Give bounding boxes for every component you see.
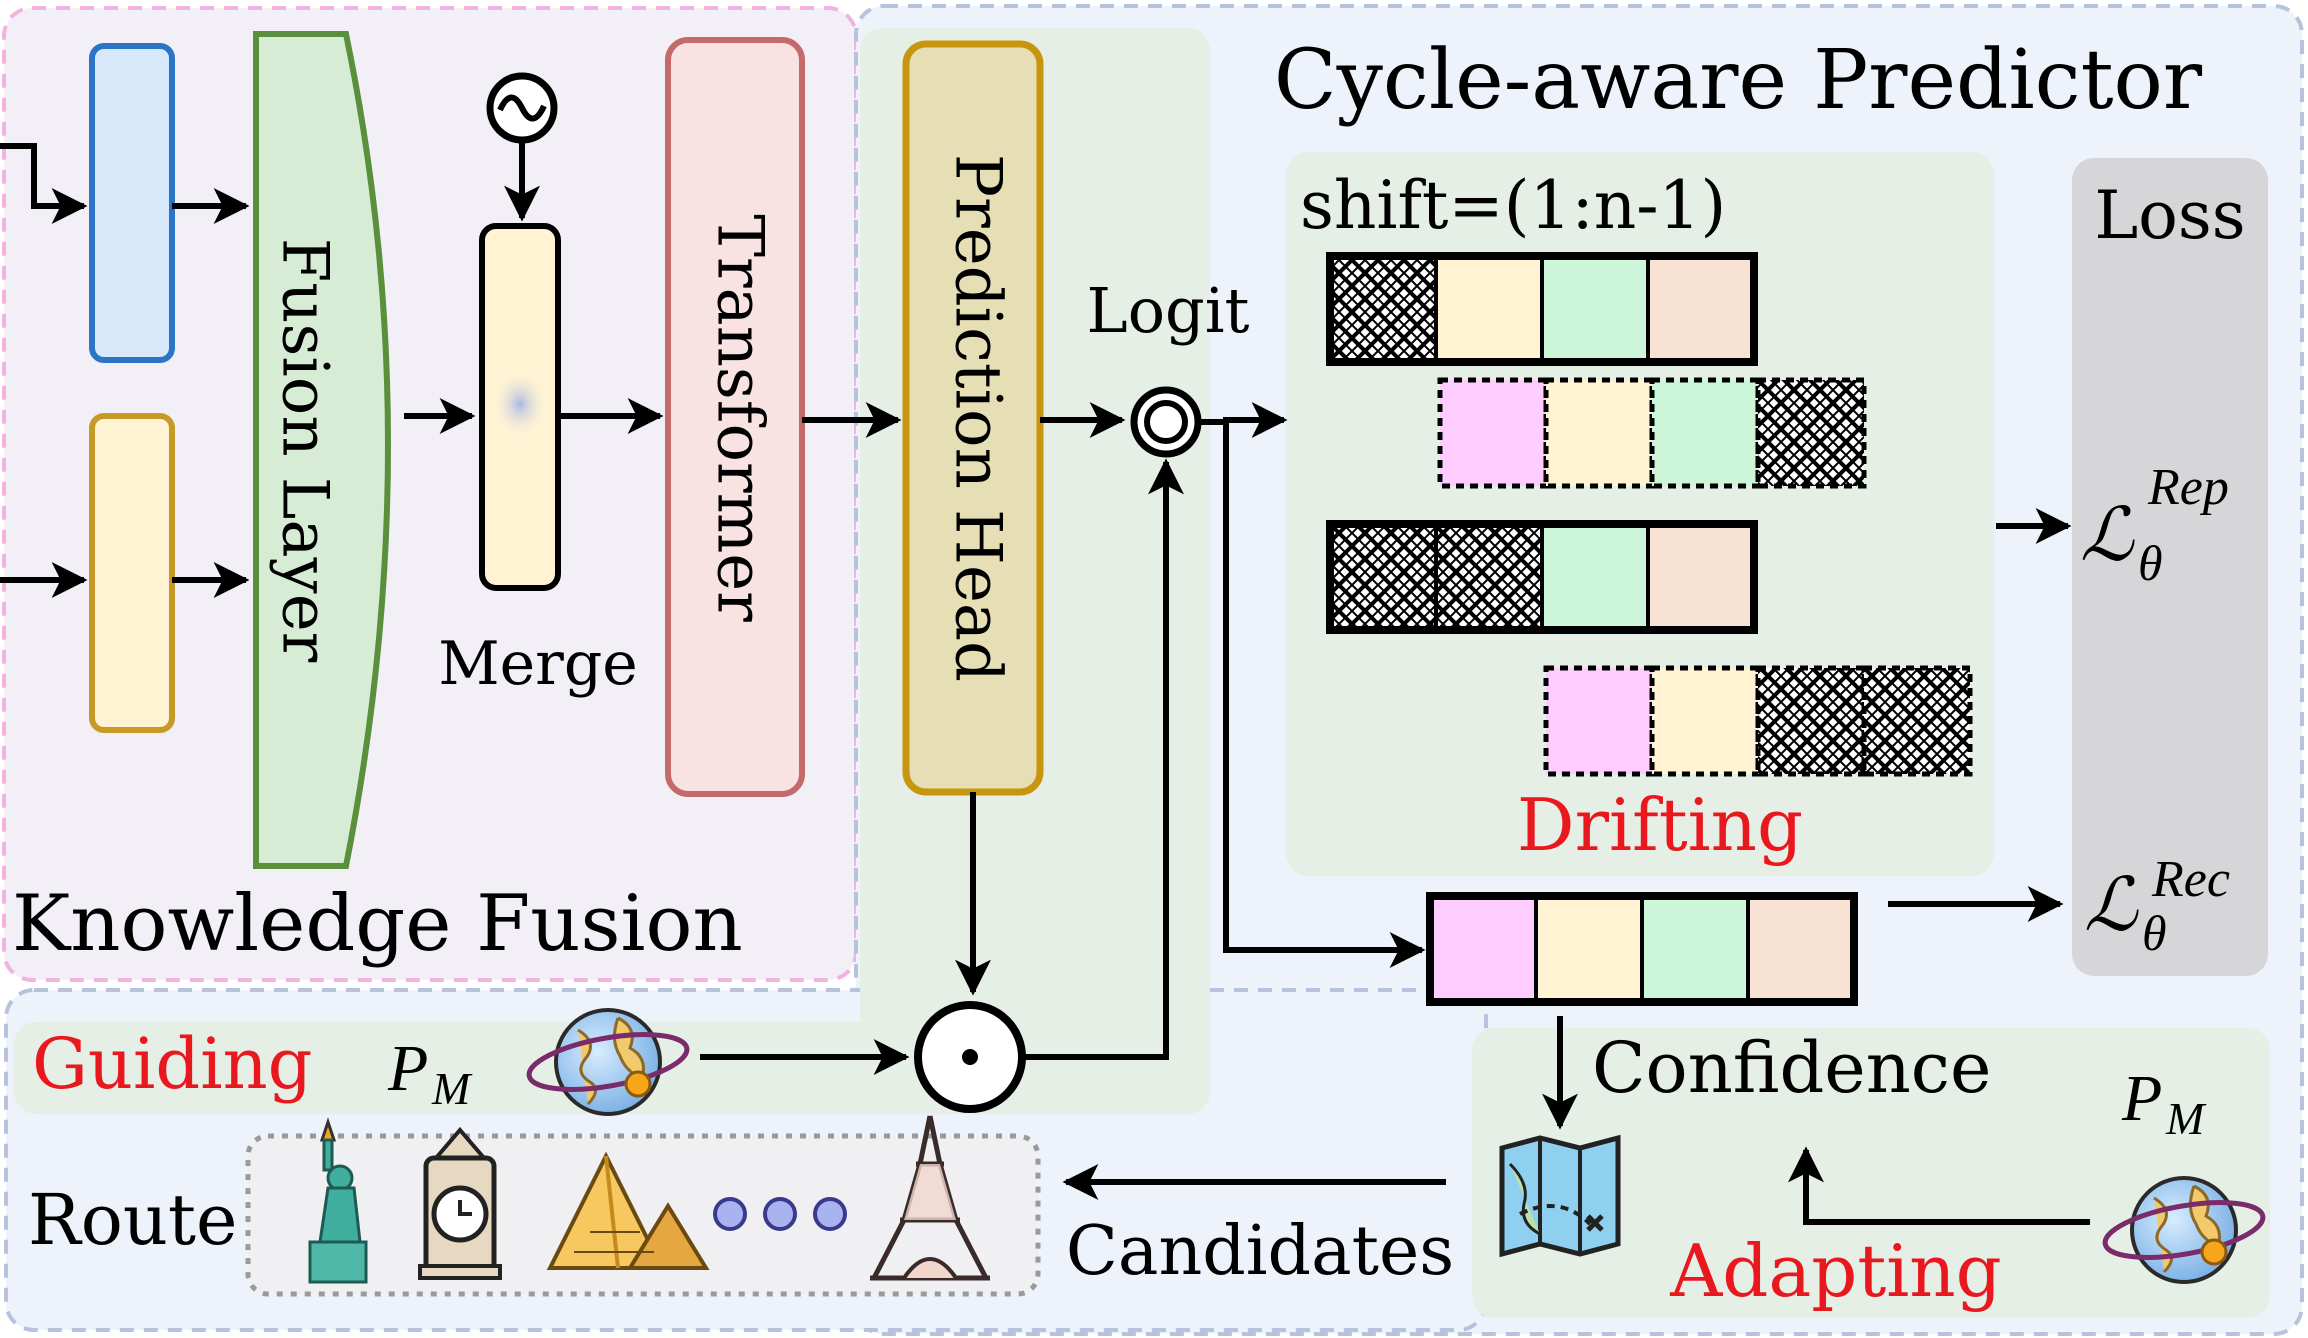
sequence-cell: [1649, 665, 1761, 777]
sine-wave-icon: [486, 72, 558, 144]
drifting-label: Drifting: [1517, 783, 1803, 867]
eiffel-tower-icon: [870, 1115, 990, 1281]
sequence-cell: [1434, 522, 1544, 632]
sequence-cell: [1746, 894, 1856, 1004]
arrow-logit-to-reconstruction: [1223, 422, 1426, 968]
logit-node: [1130, 386, 1202, 458]
sequence-cell: [1646, 254, 1756, 364]
product-node: [914, 1001, 1026, 1113]
sequence-cell: [1755, 665, 1867, 777]
sequence-shift-1: [1437, 377, 1867, 489]
adapting-panel: [1472, 1028, 2270, 1318]
loss-rep-symbol: ℒ: [2080, 495, 2135, 577]
sequence-border: [1326, 252, 1758, 366]
statue-of-liberty-icon: [308, 1117, 368, 1284]
shift-label: shift=(1:n-1): [1300, 167, 1726, 244]
loss-rec-symbol: ℒ: [2084, 865, 2139, 947]
sequence-cell: [1649, 377, 1761, 489]
sequence-cell: [1540, 522, 1650, 632]
sequence-cell: [1434, 254, 1544, 364]
sequence-cell: [1540, 254, 1650, 364]
loss-label: Loss: [2094, 177, 2245, 254]
sequence-cell: [1437, 377, 1549, 489]
merge-label: Merge: [438, 629, 638, 699]
input-embedding-blue: [89, 43, 175, 363]
sequence-cell: [1534, 894, 1644, 1004]
sequence-cell: [1755, 377, 1867, 489]
arrow-product-to-logit: [1022, 458, 1184, 1060]
sequence-cell: [1861, 665, 1973, 777]
treasure-map-icon: [1499, 1134, 1621, 1258]
loss-panel: [2072, 158, 2268, 976]
merge-blur: [492, 370, 548, 438]
sequence-original: [1326, 252, 1758, 366]
loss-rep-sub: θ: [2138, 535, 2163, 591]
adapting-pm-sub: M: [2165, 1093, 2207, 1144]
sequence-cell: [1328, 254, 1438, 364]
arrow-pm-to-confidence: [1788, 1146, 2090, 1225]
input-embedding-yellow: [89, 413, 175, 733]
loss-rec-sup: Rec: [2151, 851, 2230, 908]
globe-orbit-icon-adapting: [2102, 1176, 2266, 1284]
fusion-layer-box: [253, 31, 391, 869]
transformer-label: Transformer: [703, 214, 777, 622]
guiding-pm-symbol: P: [387, 1032, 428, 1105]
confidence-label: Confidence: [1592, 1027, 1991, 1109]
sequence-border: [1326, 520, 1758, 634]
globe-orbit-icon: [526, 1008, 690, 1116]
guiding-label: Guiding: [32, 1023, 312, 1105]
predictor-title: Cycle-aware Predictor: [1274, 33, 2203, 128]
sequence-masked: [1326, 520, 1758, 634]
sequence-shift-2: [1543, 665, 1973, 777]
sequence-cell: [1646, 522, 1756, 632]
knowledge-fusion-title: Knowledge Fusion: [12, 879, 743, 969]
pyramids-icon: [546, 1151, 710, 1270]
adapting-pm-symbol: P: [2121, 1062, 2162, 1135]
fusion-layer-label: Fusion Layer: [268, 238, 342, 663]
route-label: Route: [28, 1179, 238, 1261]
logit-label: Logit: [1087, 274, 1250, 347]
sequence-cell: [1543, 377, 1655, 489]
shifted-sequences: [1326, 252, 1973, 1006]
sequence-cell: [1543, 665, 1655, 777]
sequence-cell: [1640, 894, 1750, 1004]
ellipsis-dots-icon: [713, 1197, 847, 1231]
arrow-logit-to-drifting: [1198, 402, 1288, 438]
prediction-head-label: Prediction Head: [941, 154, 1015, 682]
big-ben-icon: [418, 1126, 502, 1280]
candidates-label: Candidates: [1066, 1212, 1454, 1291]
sequence-cell: [1328, 522, 1438, 632]
sequence-reconstruction: [1426, 892, 1858, 1006]
adapting-label: Adapting: [1669, 1229, 2002, 1313]
guiding-pm-sub: M: [431, 1063, 473, 1114]
loss-rec-sub: θ: [2142, 905, 2167, 961]
input-arrow-top: [0, 143, 88, 224]
loss-rep-sup: Rep: [2147, 459, 2229, 516]
sequence-cell: [1428, 894, 1538, 1004]
sequence-border: [1426, 892, 1858, 1006]
